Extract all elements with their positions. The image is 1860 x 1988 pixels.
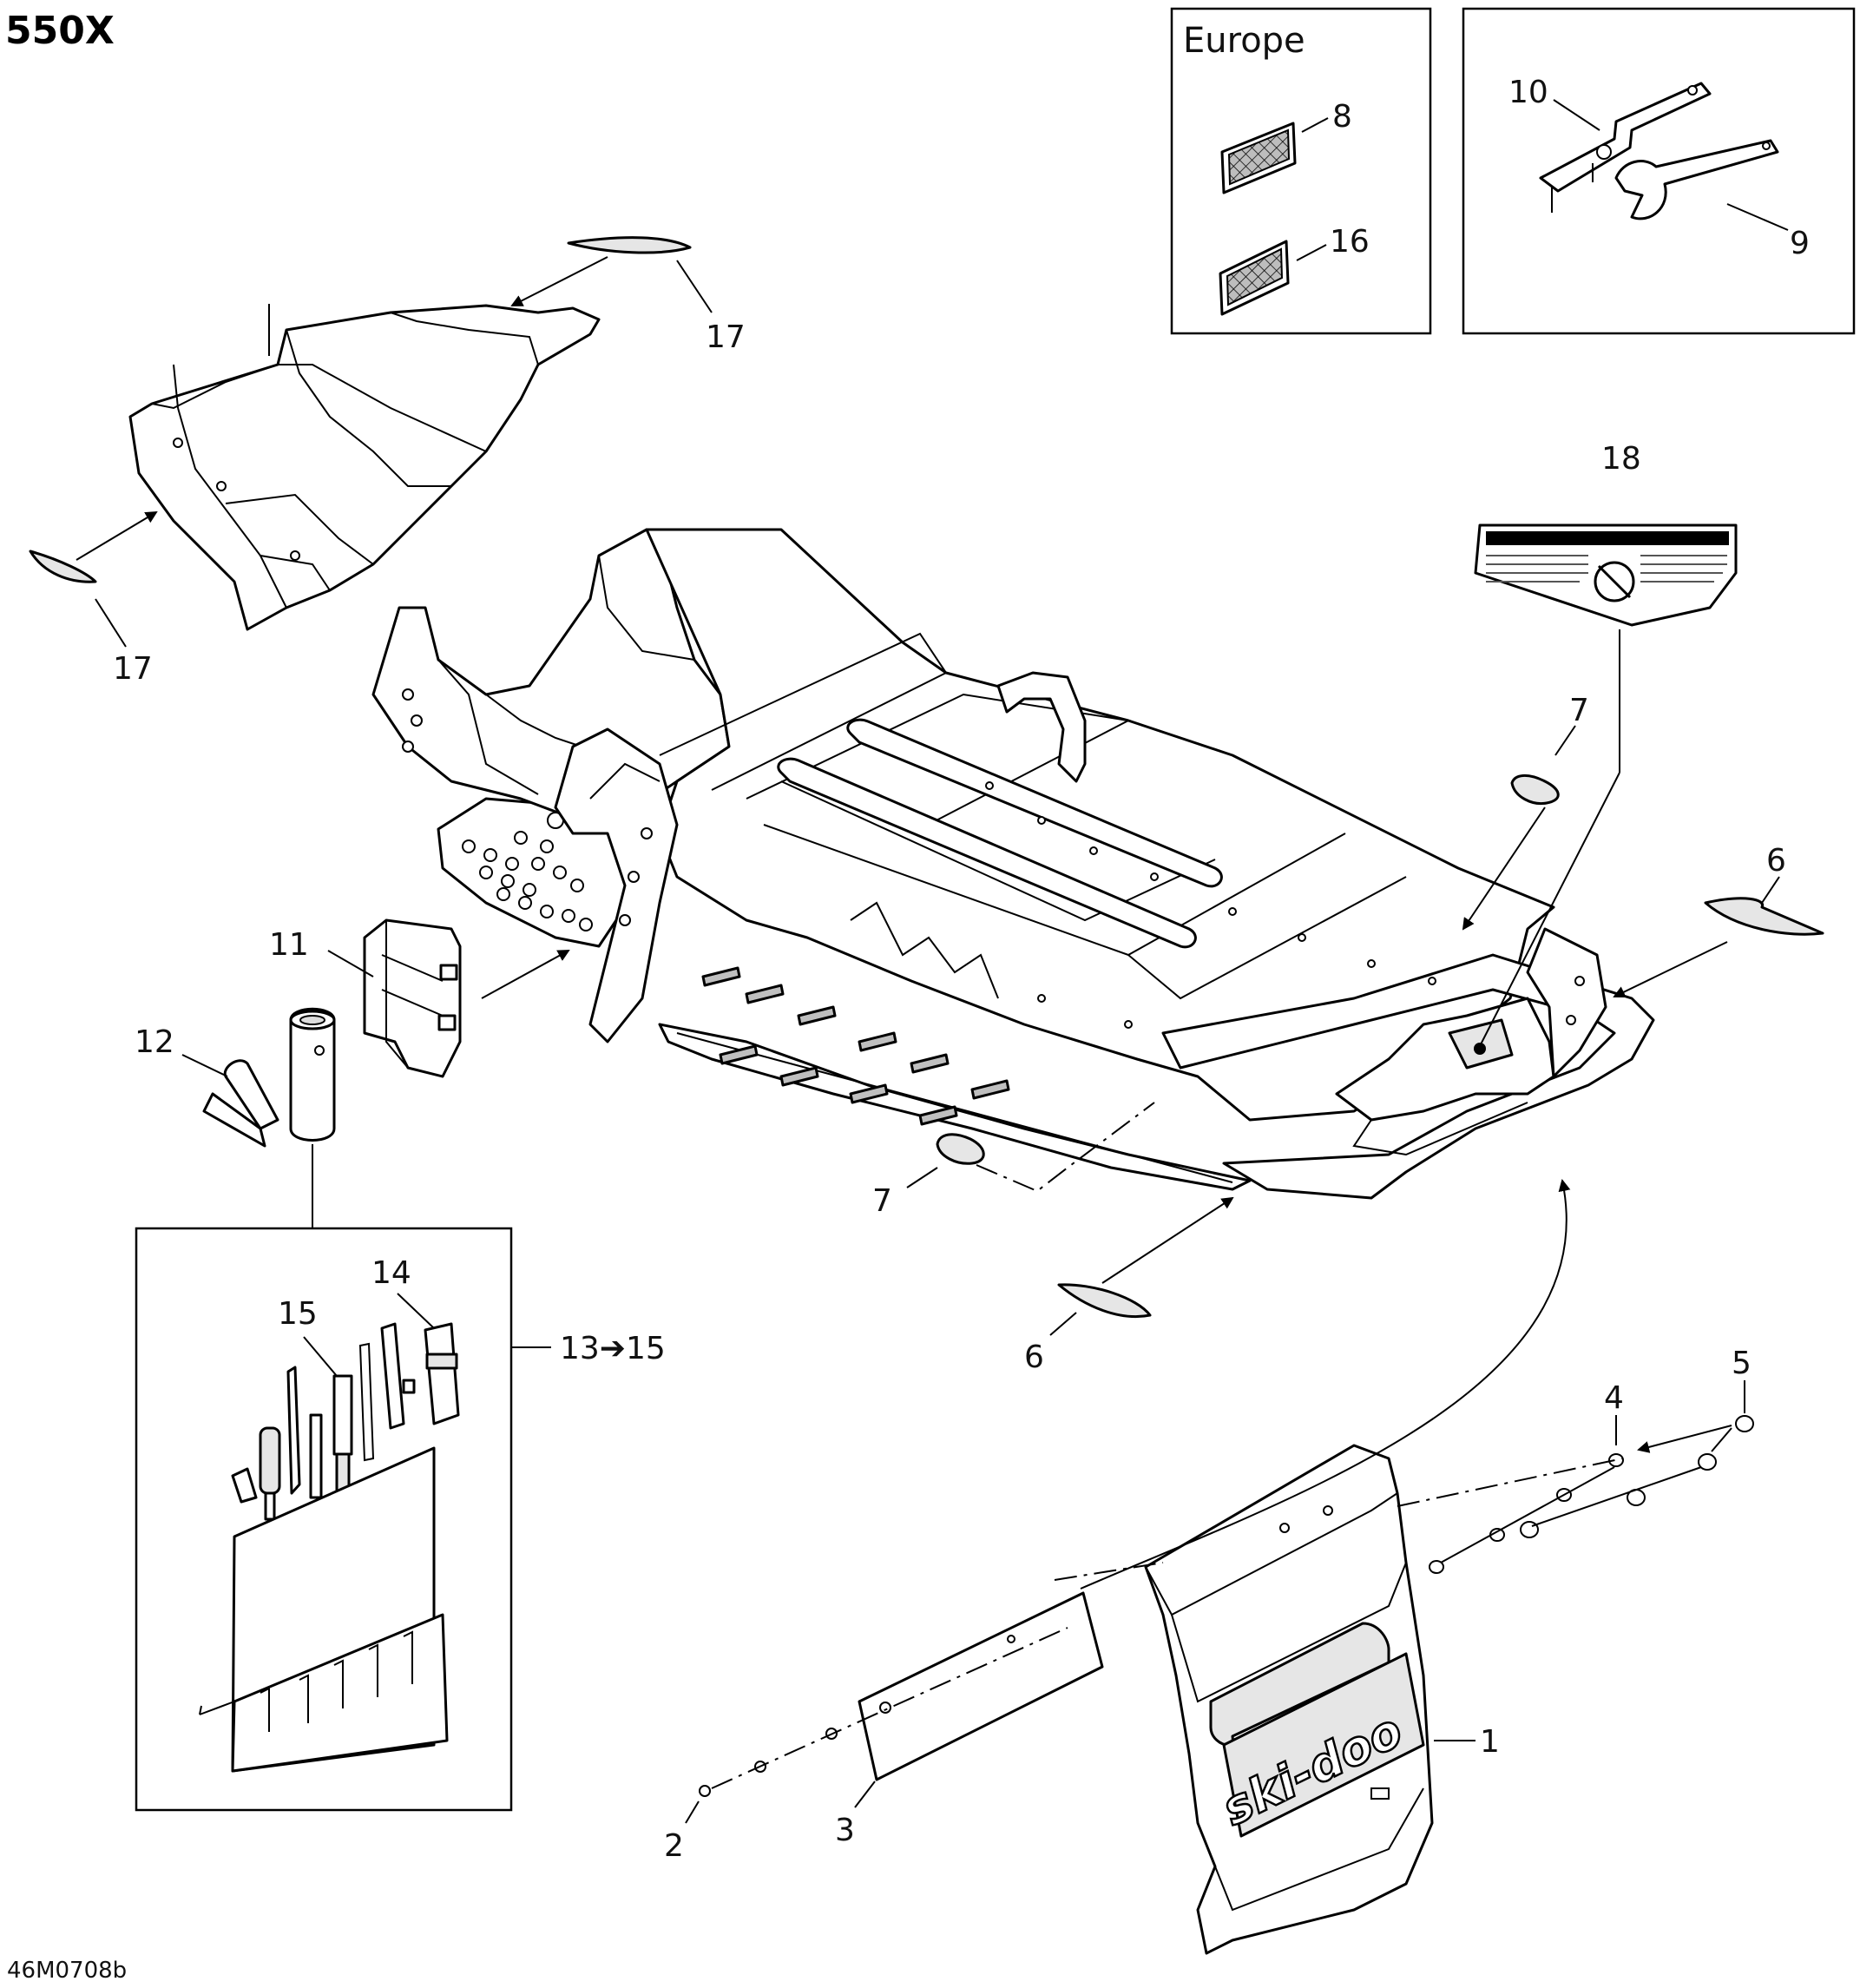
wrench-part-9 <box>1614 139 1779 221</box>
strap-part-12 <box>202 1059 279 1148</box>
tool-wrench-small <box>380 1322 416 1430</box>
snow-flap-part-1: ski-doo <box>1144 1444 1434 1955</box>
callout-17-upper: 17 <box>706 319 746 355</box>
figure-code: 46M0708b <box>7 1958 127 1984</box>
callout-17-lower: 17 <box>113 651 153 687</box>
callout-1: 1 <box>1480 1724 1500 1760</box>
footrest-slots <box>701 966 1010 1126</box>
tool-holder-part-11 <box>363 918 462 1078</box>
callout-14: 14 <box>371 1255 411 1291</box>
rivets-part-5 <box>1520 1415 1754 1538</box>
side-decal-upper <box>1704 897 1824 936</box>
seal-strip-left <box>29 550 97 583</box>
side-reflector-lower <box>936 1133 985 1165</box>
callout-9: 9 <box>1790 226 1810 261</box>
warning-decal-part-18 <box>1474 523 1738 627</box>
grommets-part-4 <box>1429 1453 1624 1574</box>
side-reflector-upper <box>1510 774 1560 806</box>
callout-13-15: 13➔15 <box>560 1331 666 1366</box>
wrench-part-10 <box>1539 82 1712 213</box>
callout-15: 15 <box>278 1296 318 1332</box>
callout-7-upper: 7 <box>1569 693 1589 728</box>
tool-screwdriver <box>259 1426 281 1521</box>
callout-8: 8 <box>1332 99 1352 135</box>
tool-kit-box <box>135 1227 513 1812</box>
chassis-frame <box>371 528 1655 1200</box>
europe-inset-box: Europe 8 16 <box>1170 7 1432 335</box>
callout-11: 11 <box>269 927 309 963</box>
tool-clip <box>231 1467 258 1504</box>
callout-4: 4 <box>1604 1380 1624 1416</box>
callout-6-lower: 6 <box>1024 1340 1044 1375</box>
callout-5: 5 <box>1732 1346 1752 1381</box>
seal-strip-upper <box>567 236 692 254</box>
callout-3: 3 <box>835 1813 855 1848</box>
license-plate-part-3 <box>858 1591 1104 1781</box>
tool-pin <box>286 1366 301 1495</box>
reflector-part-16 <box>1219 240 1290 316</box>
wrench-inset-box: 10 9 <box>1462 7 1856 335</box>
hood-liner-part-17 <box>128 304 601 631</box>
tool-spark-plug-socket-14 <box>424 1322 460 1425</box>
callout-18: 18 <box>1601 441 1641 477</box>
reflector-part-8 <box>1220 122 1297 194</box>
tool-rod <box>309 1413 323 1499</box>
callout-10: 10 <box>1508 75 1548 110</box>
bellypan-holes <box>462 831 593 931</box>
tool-pouch <box>199 1446 449 1773</box>
callout-7-lower: 7 <box>872 1183 892 1219</box>
side-decal-lower <box>1057 1283 1152 1319</box>
diagram-title: 550X <box>5 9 115 53</box>
frame-rivets <box>985 781 1436 1029</box>
callout-16: 16 <box>1330 224 1370 260</box>
callout-12: 12 <box>135 1024 174 1060</box>
callout-2: 2 <box>664 1828 684 1864</box>
callout-6-upper: 6 <box>1766 843 1786 879</box>
tool-hex-key <box>358 1342 375 1462</box>
europe-label: Europe <box>1183 21 1305 61</box>
tool-tube <box>289 1007 336 1142</box>
